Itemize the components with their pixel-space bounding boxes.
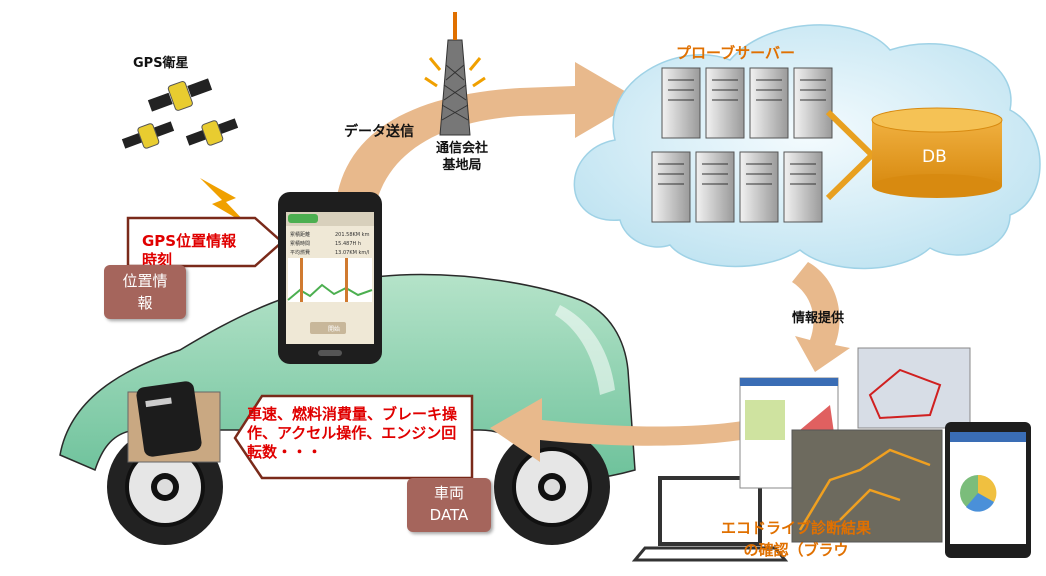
laptop	[631, 476, 789, 562]
gps-satellites	[121, 78, 239, 149]
arrow-feedback	[490, 398, 790, 462]
car-illustration	[59, 273, 636, 545]
phone-row-label: 累積距離	[290, 231, 310, 238]
report-screenshots	[739, 347, 1031, 558]
gps-info-callout	[126, 216, 284, 268]
obd-device	[127, 381, 221, 463]
server-racks	[651, 67, 833, 223]
position-info-box	[104, 265, 186, 319]
car-data-label: 車両 DATA	[410, 482, 488, 526]
probe-server-label: プローブサーバー	[676, 44, 795, 62]
car-data-line2: DATA	[429, 506, 469, 524]
base-station-line2: 基地局	[442, 158, 482, 173]
signal-bolt-icon	[200, 178, 248, 225]
vehicle-signals-callout	[233, 394, 474, 480]
phone-row-label: 平均燃費	[290, 249, 310, 256]
position-info-label: 位置情報	[122, 272, 168, 312]
antenna-tower	[424, 12, 486, 136]
phone-start-button: 開始	[328, 325, 340, 333]
smartphone	[278, 192, 382, 364]
data-send-label: データ送信	[344, 124, 414, 140]
db-label: DB	[922, 147, 947, 167]
car-data-line1: 車両	[433, 484, 464, 502]
base-station-label: 通信会社 基地局	[436, 140, 488, 174]
db-cylinder	[871, 107, 1003, 198]
info-provide-label: 情報提供	[792, 311, 845, 326]
vehicle-signals-label: 車速、燃料消費量、ブレーキ操作、アクセル操作、エンジン回転数・・・	[247, 405, 458, 461]
arrow-info-provide	[792, 262, 850, 372]
gps-satellite-label: GPS衛星	[133, 56, 189, 71]
arrow-data-send	[334, 62, 640, 230]
eco-drive-label: エコドライブ診断結果の確認（ブラウ	[720, 519, 871, 559]
gps-info-label: GPS位置情報 時刻	[142, 232, 252, 269]
phone-row-value: 13.07KM km/l	[335, 250, 369, 256]
car-data-box	[407, 478, 491, 532]
phone-row-value: 201.58KM km	[335, 232, 370, 238]
base-station-line1: 通信会社	[436, 141, 489, 156]
front-wheel	[494, 429, 610, 545]
phone-row-value: 15.487H h	[335, 241, 361, 247]
phone-row-label: 累積時間	[290, 240, 310, 247]
